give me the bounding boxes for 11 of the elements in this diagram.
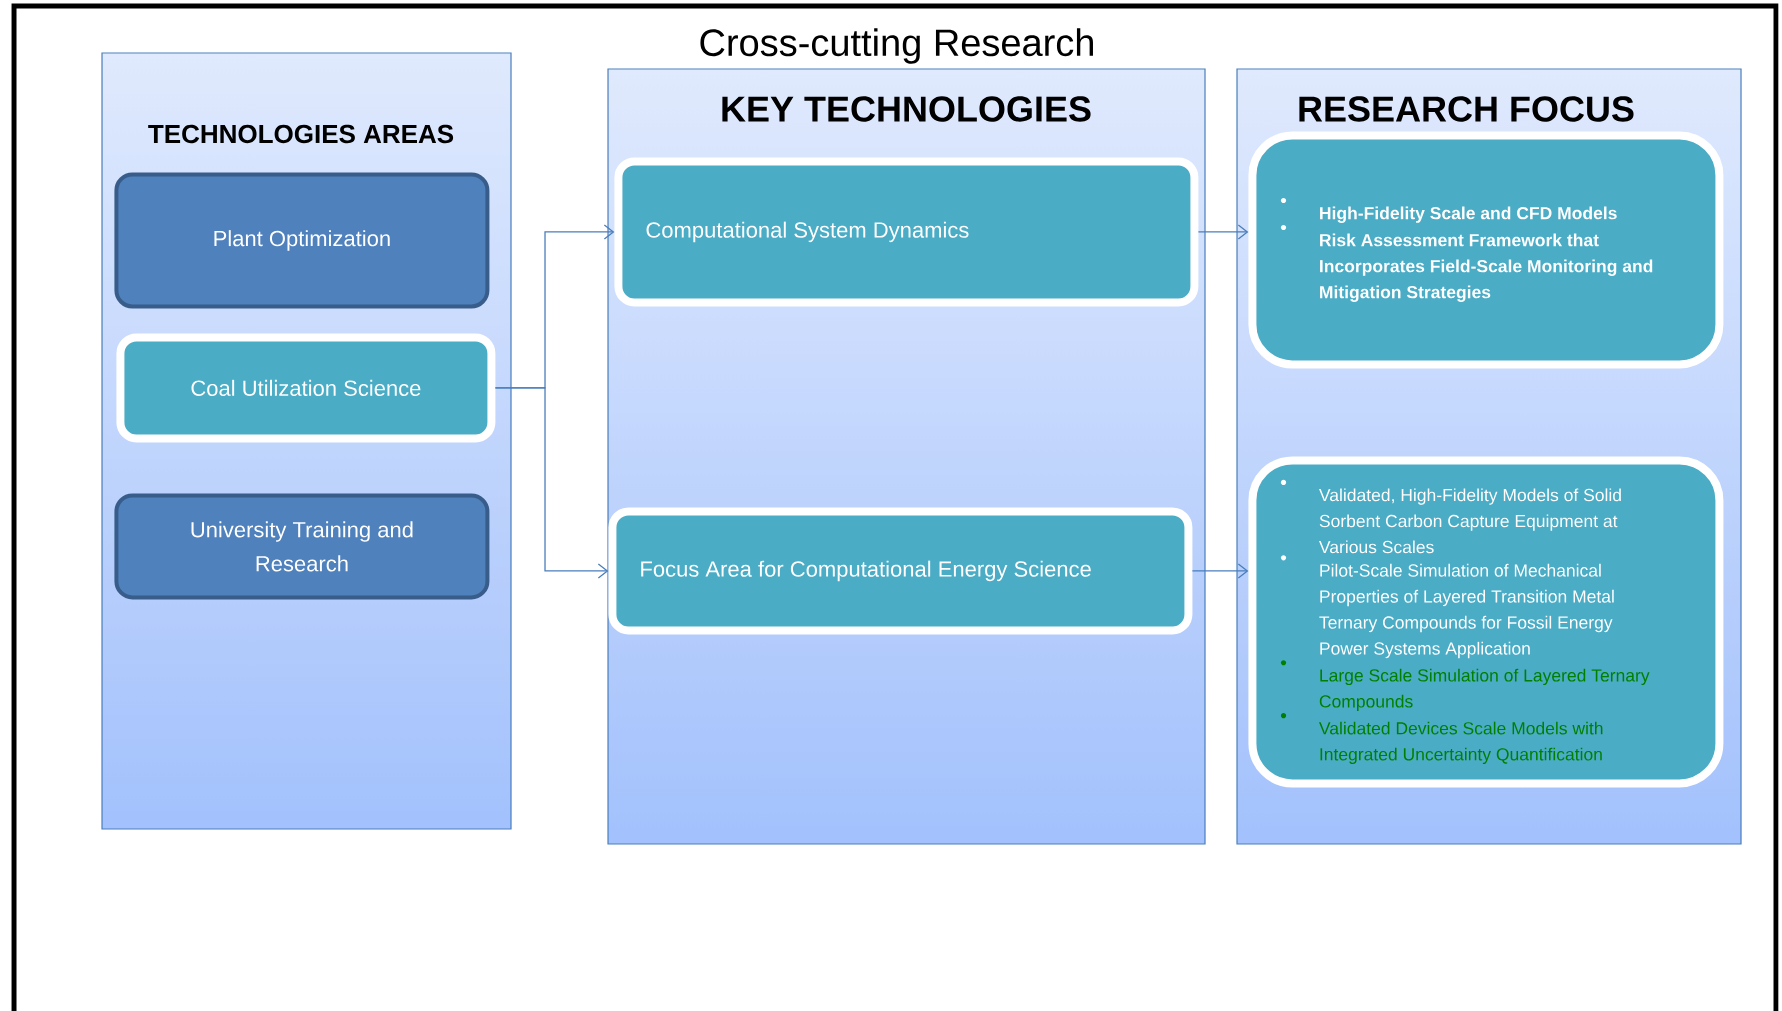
process-box: Focus Area for Computational Energy Science <box>608 507 1193 635</box>
arrow <box>494 387 609 579</box>
list-box: Validated, High-Fidelity Models of Solid Sorbent Carbon Capture Equipment at Various Scales Pilot-Scale Simulation of Mechanical Properties of Layered Transition Metal Ternary Compounds for Fossil Energy Power Systems Application Large Scale Simulation of Layered Ternary Compounds Validated Devices Scale Models with Integrated Uncertainty Quantification <box>1248 456 1724 788</box>
title: Cross-cutting Research <box>700 28 1093 64</box>
process-box: University Training and Research <box>114 493 490 600</box>
process-box: Computational System Dynamics <box>614 157 1199 307</box>
arrow <box>1191 563 1249 579</box>
process-box: Coal Utilization Science <box>116 333 496 443</box>
list-box: High-Fidelity Scale and CFD Models Risk Assessment Framework that Incorporates Field-Scale Monitoring and Mitigation Strategies <box>1248 131 1724 369</box>
process-box: Plant Optimization <box>114 172 490 309</box>
arrow <box>1197 224 1249 240</box>
